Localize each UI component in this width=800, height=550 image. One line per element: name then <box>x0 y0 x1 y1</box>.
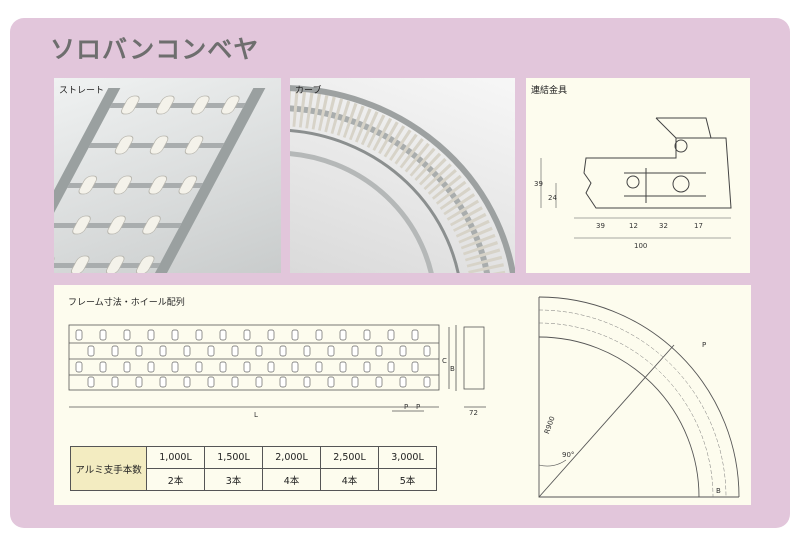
dim-12: 12 <box>629 222 638 230</box>
dim-32: 32 <box>659 222 668 230</box>
connector-panel: 連結金具 39 24 39 12 32 17 100 <box>526 78 750 273</box>
support-count-table: アルミ支手本数 1,000L 1,500L 2,000L 2,500L 3,00… <box>70 446 437 491</box>
frame-drawing: L P P C B 72 R900 90° P B <box>68 296 740 498</box>
connector-label: 連結金具 <box>531 86 568 96</box>
frame-label: フレーム寸法・ホイール配列 <box>68 298 185 308</box>
length-cell: 3,000L <box>378 446 437 469</box>
dim-39: 39 <box>596 222 605 230</box>
page-title: ソロバンコンベヤ <box>50 35 260 64</box>
count-cell: 3本 <box>204 468 263 491</box>
dim-P2: P <box>416 403 420 411</box>
length-cell: 2,500L <box>320 446 379 469</box>
count-cell: 4本 <box>320 468 379 491</box>
connector-drawing: 39 24 39 12 32 17 100 <box>534 117 732 250</box>
length-cell: 2,000L <box>262 446 321 469</box>
table-header: アルミ支手本数 <box>70 446 147 491</box>
dim-L: L <box>254 411 258 419</box>
length-cell: 1,500L <box>204 446 263 469</box>
dim-17: 17 <box>694 222 703 230</box>
dim-B: B <box>450 365 455 373</box>
dim-P1: P <box>404 403 408 411</box>
count-cell: 4本 <box>262 468 321 491</box>
dim-72: 72 <box>469 409 478 417</box>
straight-photo-panel: ストレート <box>54 78 281 273</box>
straight-label: ストレート <box>59 86 105 96</box>
length-cell: 1,000L <box>146 446 205 469</box>
dim-100: 100 <box>634 242 647 250</box>
count-cell: 2本 <box>146 468 205 491</box>
dim-curve-P: P <box>702 341 706 349</box>
curve-photo-panel: カーブ <box>290 78 515 273</box>
dim-39-vertical: 39 <box>534 180 543 188</box>
dim-angle-90: 90° <box>562 451 574 459</box>
straight-conveyor-image <box>54 88 266 273</box>
curve-label: カーブ <box>295 86 322 96</box>
dim-R900: R900 <box>543 415 557 435</box>
dim-24: 24 <box>548 194 557 202</box>
dim-C: C <box>442 357 447 365</box>
curve-conveyor-image <box>290 85 515 273</box>
count-cell: 5本 <box>378 468 437 491</box>
dim-curve-B: B <box>716 487 721 495</box>
